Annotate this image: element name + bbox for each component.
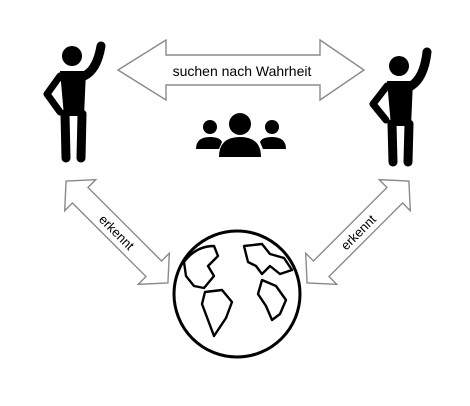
person-waving-icon [43, 41, 106, 163]
top-arrow-label: suchen nach Wahrheit [173, 63, 312, 79]
right-double-arrow: erkennt [304, 178, 412, 286]
person-waving-icon [369, 47, 432, 167]
left-double-arrow: erkennt [63, 178, 171, 286]
globe-icon [172, 229, 302, 359]
top-double-arrow: suchen nach Wahrheit [116, 38, 366, 102]
group-of-people-icon [196, 113, 286, 157]
